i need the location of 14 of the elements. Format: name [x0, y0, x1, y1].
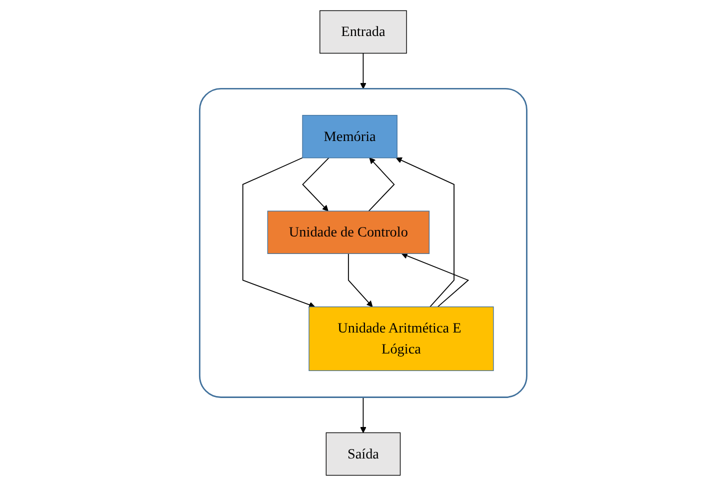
node-box: Entrada: [319, 10, 407, 54]
node-box: Saída: [326, 432, 400, 476]
arrow: [348, 253, 372, 308]
arrow: [242, 157, 315, 308]
cluster: [198, 88, 528, 398]
arrow: [302, 157, 330, 212]
node-box: Memória: [302, 114, 398, 158]
arrow: [368, 158, 395, 212]
arrow: [401, 252, 469, 308]
arrow: [396, 157, 454, 308]
node-box: Unidade de Controlo: [267, 210, 430, 254]
arrow: [360, 396, 366, 434]
arrow: [360, 52, 366, 89]
node-box: Unidade Aritmética E Lógica: [308, 306, 494, 372]
